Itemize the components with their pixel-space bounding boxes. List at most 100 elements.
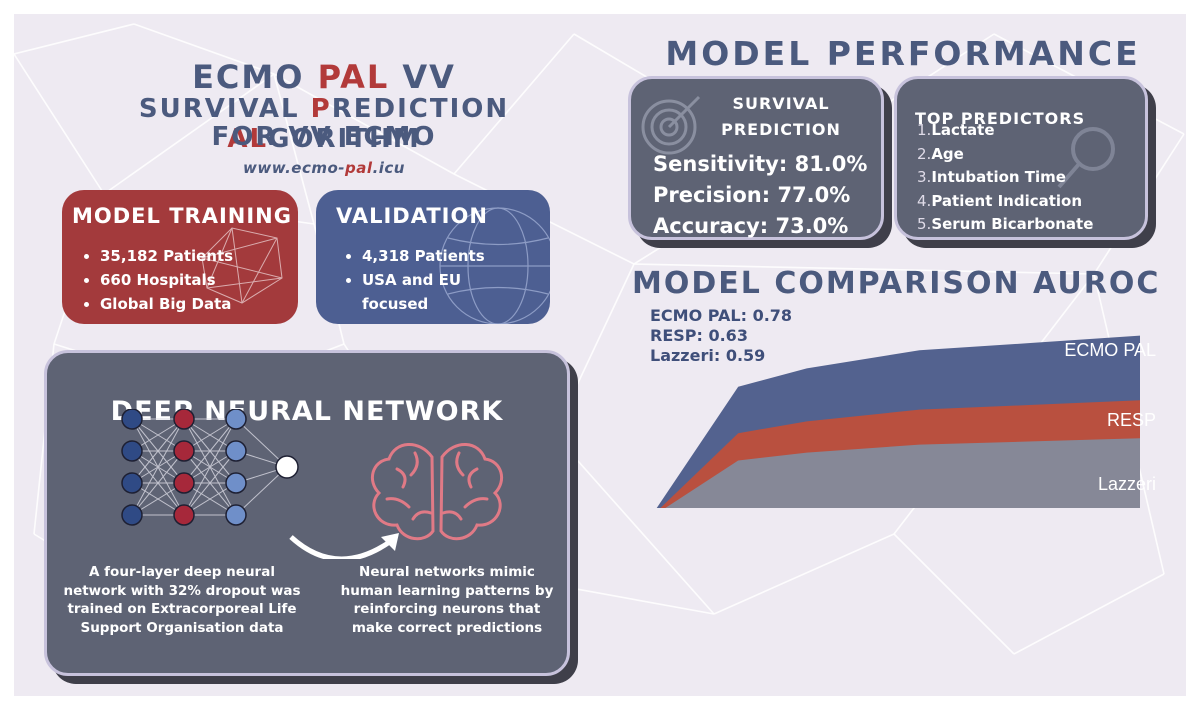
- network-node: [173, 409, 195, 430]
- network-edge: [131, 418, 185, 484]
- predictor-number: 5.: [917, 215, 932, 233]
- predictor-name: Serum Bicarbonate: [931, 215, 1094, 233]
- survival-prediction-card: SURVIVAL PREDICTION Sensitivity: 81.0% P…: [628, 76, 884, 240]
- website-url[interactable]: www.ecmo-pal.icu: [44, 159, 604, 177]
- predictor-item: 2.Age: [917, 143, 1093, 167]
- training-title: MODEL TRAINING: [72, 204, 292, 228]
- list-item: Global Big Data: [100, 292, 233, 316]
- auroc-area-chart: ECMO PAL RESP Lazzeri: [656, 335, 1156, 508]
- mesh-line: [133, 23, 275, 75]
- training-list: 35,182 Patients 660 Hospitals Global Big…: [78, 244, 233, 316]
- network-node: [121, 409, 143, 430]
- subtitle-line-1: SURVIVAL PREDICTION ALGORITHM: [44, 94, 604, 154]
- predictor-item: 3.Intubation Time: [917, 166, 1093, 190]
- network-node: [225, 472, 247, 494]
- auroc-legend: ECMO PAL: 0.78 RESP: 0.63 Lazzeri: 0.59: [650, 306, 792, 366]
- url-part: www.ecmo-: [243, 159, 346, 177]
- magnifier-icon: [1057, 127, 1115, 189]
- globe-icon: [439, 207, 550, 324]
- network-edge: [183, 418, 237, 484]
- predictor-number: 2.: [917, 144, 932, 163]
- survival-title-line: PREDICTION: [721, 120, 841, 139]
- title-part: ECMO: [192, 58, 318, 96]
- validation-card: VALIDATION 4,318 Patients USA and EU foc…: [316, 190, 550, 324]
- legend-lazzeri: Lazzeri: 0.59: [650, 346, 766, 365]
- title-highlight: PAL: [317, 58, 390, 96]
- legend-resp: RESP: 0.63: [650, 326, 748, 345]
- network-edge: [131, 418, 185, 516]
- subtitle-highlight: P: [310, 94, 332, 124]
- brain-icon: [370, 443, 504, 541]
- network-output-node: [275, 455, 299, 479]
- model-training-card: MODEL TRAINING 35,182 Patients 660 Hospi…: [62, 190, 298, 324]
- target-icon: [641, 95, 701, 155]
- title-part: VV: [389, 58, 456, 96]
- predictor-name: Age: [931, 144, 964, 163]
- predictors-list: 1.Lactate 2.Age 3.Intubation Time 4.Pati…: [917, 119, 1093, 237]
- mesh-line: [14, 23, 135, 55]
- neural-network-diagram: [121, 409, 504, 559]
- network-caption-left: A four-layer deep neural network with 32…: [63, 564, 301, 636]
- url-highlight: pal: [345, 159, 373, 177]
- mesh-line: [453, 33, 575, 175]
- predictor-item: 4.Patient Indication: [917, 190, 1093, 214]
- network-edge: [183, 450, 237, 516]
- mesh-line: [713, 533, 895, 615]
- mesh-line: [14, 53, 105, 195]
- validation-title: VALIDATION: [336, 204, 488, 228]
- performance-heading: MODEL PERFORMANCE: [665, 34, 1141, 73]
- list-item: 35,182 Patients: [100, 244, 233, 268]
- mesh-line: [1013, 573, 1165, 655]
- subtitle-part: SURVIVAL: [138, 94, 311, 124]
- network-mesh-icon: [201, 227, 283, 304]
- deep-neural-network-card: DEEP NEURAL NETWORK A four-layer deep ne…: [44, 350, 570, 676]
- network-node: [225, 440, 247, 462]
- top-predictors-card: TOP PREDICTORS 1.Lactate 2.Age 3.Intubat…: [894, 76, 1148, 240]
- area-lazzeri: [665, 438, 1140, 508]
- metric-sensitivity: Sensitivity: 81.0%: [653, 149, 867, 180]
- url-part: .icu: [372, 159, 405, 177]
- arrow-head-icon: [381, 533, 399, 551]
- predictor-item: 5.Serum Bicarbonate: [917, 213, 1093, 237]
- network-edge: [131, 450, 185, 516]
- predictor-number: 1.: [917, 121, 932, 139]
- validation-list: 4,318 Patients USA and EU focused: [340, 244, 492, 316]
- arrow-icon: [289, 535, 393, 559]
- list-item: USA and EU focused: [362, 268, 492, 316]
- list-item: 660 Hospitals: [100, 268, 233, 292]
- network-edge: [183, 418, 237, 516]
- infographic-canvas: ECMO PAL VV SURVIVAL PREDICTION ALGORITH…: [14, 14, 1186, 696]
- mesh-line: [633, 263, 1095, 275]
- predictor-number: 4.: [917, 191, 932, 210]
- survival-title: SURVIVAL PREDICTION: [681, 91, 881, 143]
- network-node: [121, 440, 143, 462]
- metrics-list: Sensitivity: 81.0% Precision: 77.0% Accu…: [653, 149, 867, 242]
- subtitle-line-2: FOR VV ECMO: [211, 122, 437, 152]
- subtitle-part: REDICTION: [331, 94, 510, 124]
- main-title: ECMO PAL VV: [44, 58, 604, 96]
- mesh-line: [893, 533, 1015, 655]
- network-node: [173, 440, 195, 462]
- predictor-name: Intubation Time: [931, 168, 1066, 186]
- network-node: [173, 504, 195, 526]
- subtitle-part: GORITHM: [268, 124, 421, 154]
- mesh-line: [273, 73, 455, 175]
- metric-value: 73.0%: [775, 214, 849, 238]
- predictor-number: 3.: [917, 168, 932, 186]
- list-item: 4,318 Patients: [362, 244, 492, 268]
- network-caption-right: Neural networks mimic human learning pat…: [340, 564, 554, 636]
- predictor-name: Patient Indication: [931, 191, 1083, 210]
- metric-accuracy: Accuracy: 73.0%: [653, 211, 867, 242]
- network-node: [225, 409, 247, 430]
- metric-label: Precision:: [653, 183, 771, 207]
- band-label-ecmo-pal: ECMO PAL: [1064, 340, 1156, 360]
- mesh-line: [103, 73, 275, 195]
- metric-precision: Precision: 77.0%: [653, 180, 867, 211]
- legend-ecmo-pal: ECMO PAL: 0.78: [650, 306, 793, 325]
- mesh-line: [553, 433, 715, 615]
- predictors-title: TOP PREDICTORS: [915, 109, 1086, 128]
- predictor-name: Lactate: [931, 121, 995, 139]
- metric-label: Sensitivity:: [653, 152, 788, 176]
- network-node: [121, 504, 143, 526]
- network-node: [173, 472, 195, 494]
